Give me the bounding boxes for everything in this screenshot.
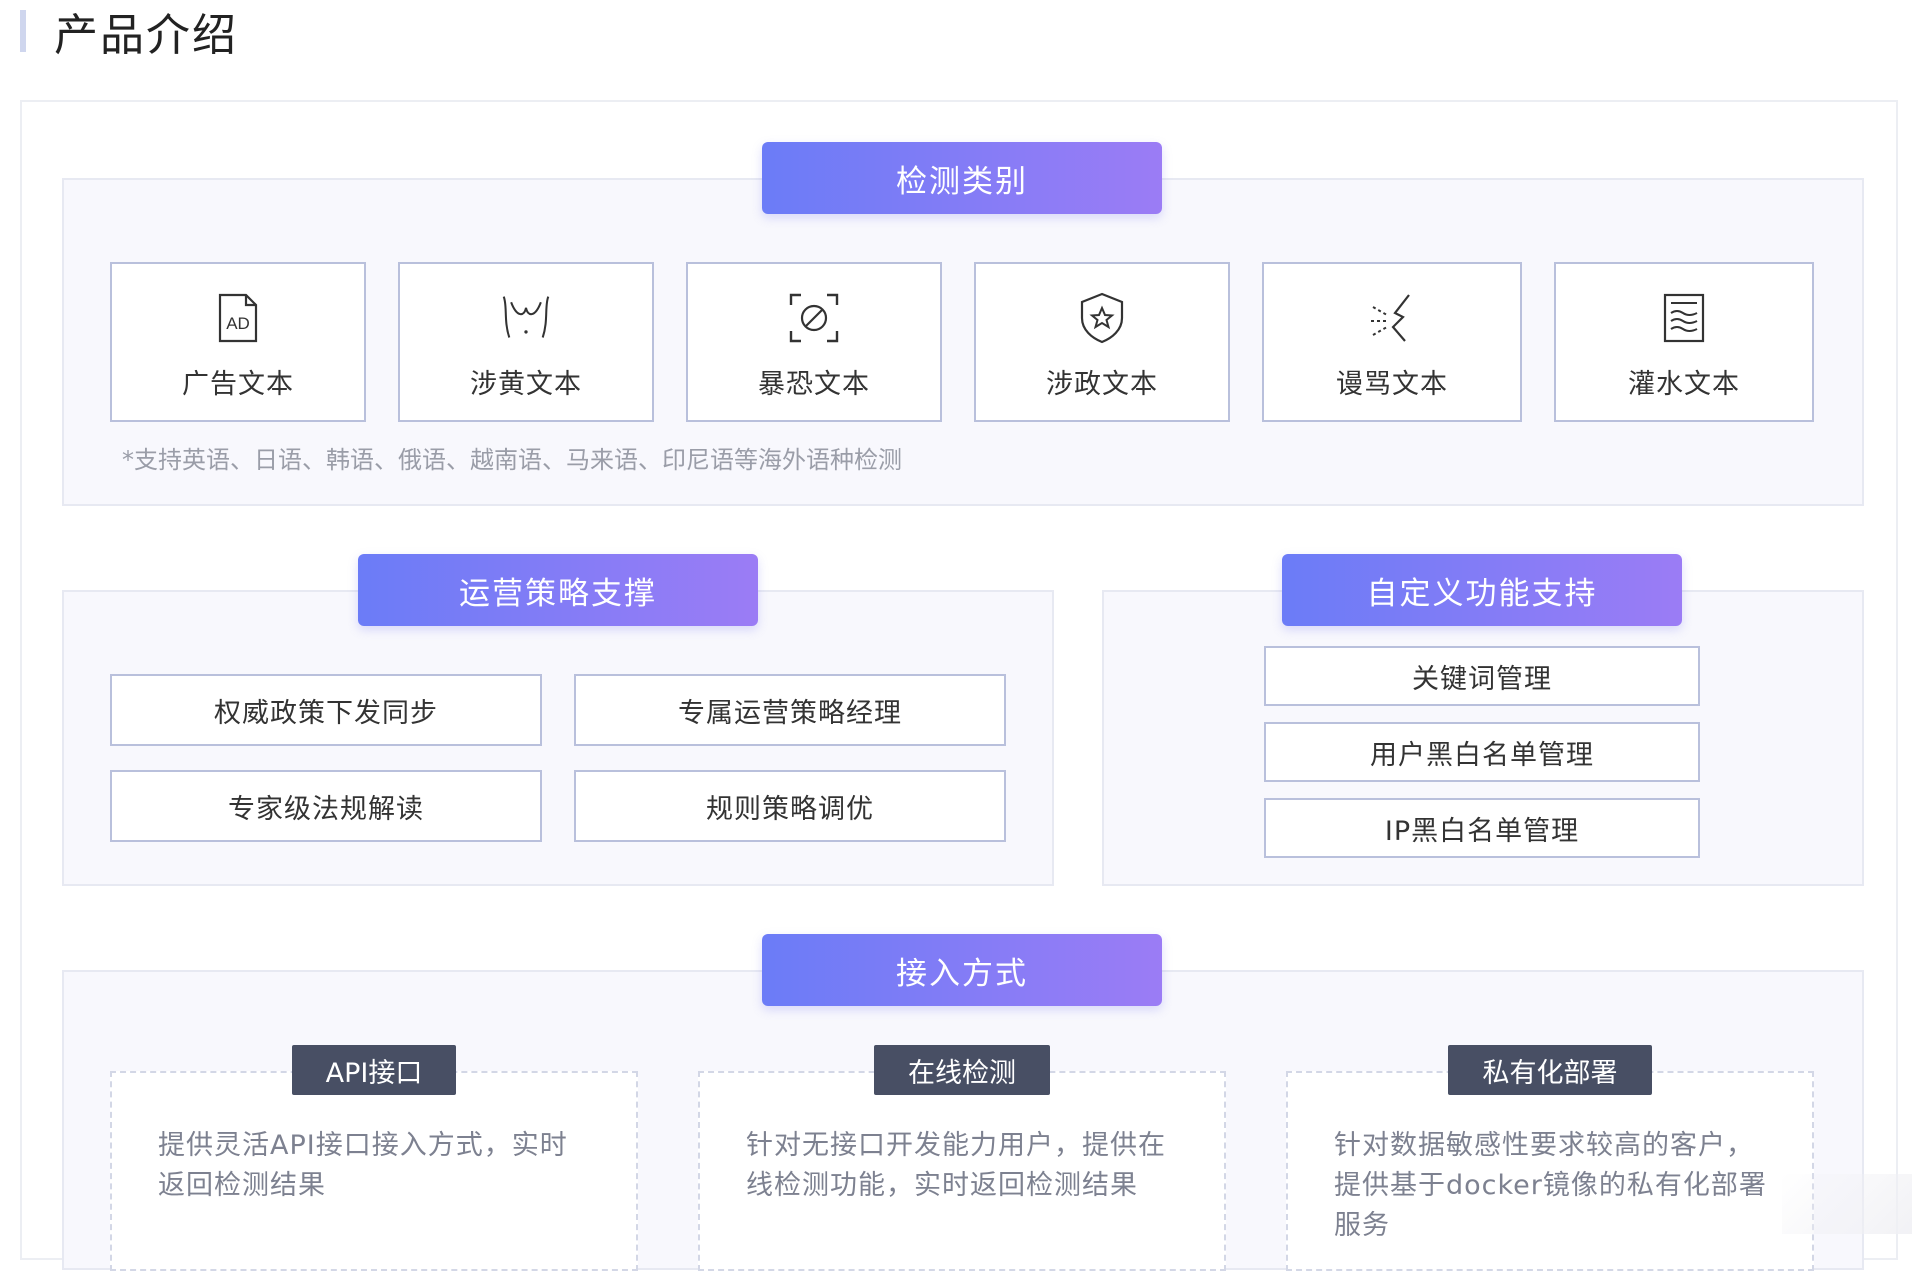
category-card-terror[interactable]: 暴恐文本 — [686, 262, 942, 422]
custom-item-ip-list-management[interactable]: IP黑白名单管理 — [1264, 798, 1700, 858]
shield-star-icon — [1076, 292, 1128, 344]
category-label: 暴恐文本 — [758, 369, 870, 400]
category-label: 谩骂文本 — [1336, 369, 1448, 400]
operations-item-policy-sync[interactable]: 权威政策下发同步 — [110, 674, 542, 746]
wave-document-icon — [1658, 292, 1710, 344]
category-card-spam[interactable]: 灌水文本 — [1554, 262, 1814, 422]
page-title: 产品介绍 — [54, 10, 238, 61]
operations-item-regulation-reading[interactable]: 专家级法规解读 — [110, 770, 542, 842]
page-header: 产品介绍 — [20, 0, 238, 62]
title-accent-bar — [20, 10, 26, 52]
svg-text:AD: AD — [226, 314, 250, 333]
category-label: 广告文本 — [182, 369, 294, 400]
ad-document-icon: AD — [212, 292, 264, 344]
access-tag-private: 私有化部署 — [1448, 1045, 1652, 1095]
language-support-note: *支持英语、日语、韩语、俄语、越南语、马来语、印尼语等海外语种检测 — [122, 446, 902, 474]
category-card-porn[interactable]: 涉黄文本 — [398, 262, 654, 422]
custom-item-keyword-management[interactable]: 关键词管理 — [1264, 646, 1700, 706]
corner-fade — [1782, 1174, 1912, 1234]
access-tag-api: API接口 — [292, 1045, 456, 1095]
prohibited-scan-icon — [788, 292, 840, 344]
operations-item-rule-tuning[interactable]: 规则策略调优 — [574, 770, 1006, 842]
access-header: 接入方式 — [762, 934, 1162, 1006]
detection-header: 检测类别 — [762, 142, 1162, 214]
operations-item-strategy-manager[interactable]: 专属运营策略经理 — [574, 674, 1006, 746]
category-card-politics[interactable]: 涉政文本 — [974, 262, 1230, 422]
operations-header: 运营策略支撑 — [358, 554, 758, 626]
custom-header: 自定义功能支持 — [1282, 554, 1682, 626]
access-desc-api: 提供灵活API接口接入方式，实时 返回检测结果 — [158, 1130, 568, 1201]
body-outline-icon — [500, 292, 552, 344]
category-card-abuse[interactable]: 谩骂文本 — [1262, 262, 1522, 422]
access-tag-online: 在线检测 — [874, 1045, 1050, 1095]
shout-icon — [1366, 292, 1418, 344]
category-card-ad[interactable]: AD 广告文本 — [110, 262, 366, 422]
access-desc-private: 针对数据敏感性要求较高的客户， 提供基于docker镜像的私有化部署 服务 — [1334, 1130, 1767, 1241]
category-label: 灌水文本 — [1628, 369, 1740, 400]
category-label: 涉黄文本 — [470, 369, 582, 400]
category-label: 涉政文本 — [1046, 369, 1158, 400]
access-desc-online: 针对无接口开发能力用户，提供在 线检测功能，实时返回检测结果 — [746, 1130, 1166, 1201]
custom-item-user-list-management[interactable]: 用户黑白名单管理 — [1264, 722, 1700, 782]
